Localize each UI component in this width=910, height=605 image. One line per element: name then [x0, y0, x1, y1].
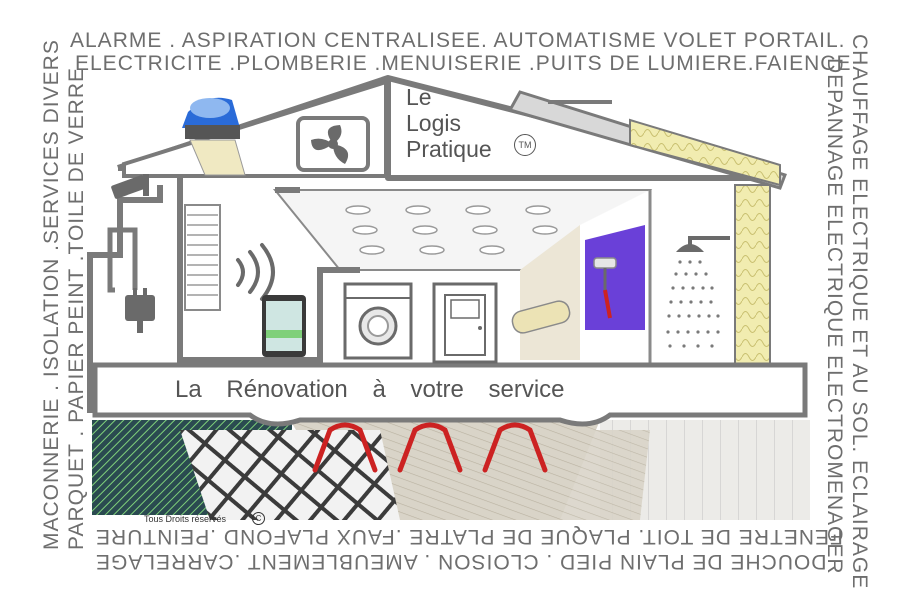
top-services-line-2: ELECTRICITE .PLOMBERIE .MENUISERIE .PUIT…	[75, 52, 852, 75]
trademark-symbol: TM	[514, 134, 536, 156]
brand-line-2: Logis	[406, 110, 461, 136]
shower-icon	[666, 236, 730, 348]
brand-logo: Le Logis Pratique	[406, 84, 492, 162]
wifi-icon	[236, 243, 275, 301]
brand-line-3: Pratique	[406, 136, 492, 162]
banner-band	[92, 362, 808, 427]
floor-section	[92, 420, 810, 520]
shutter-icon	[184, 204, 221, 311]
top-services-line-1: ALARME . ASPIRATION CENTRALISEE. AUTOMAT…	[70, 29, 846, 52]
washing-machine-icon	[343, 282, 413, 360]
paint-roller-icon	[511, 257, 617, 334]
skylight-icon	[182, 97, 246, 176]
door-icon	[432, 282, 498, 364]
left-wall	[87, 185, 360, 413]
phone-icon	[262, 295, 306, 357]
copyright-text: Tous Droits réservés	[144, 514, 227, 524]
paint-wall	[585, 225, 645, 330]
plug-icon	[107, 227, 155, 333]
camera-icon	[111, 174, 149, 199]
ceiling-light-icon	[345, 205, 558, 255]
fan-icon	[296, 116, 370, 172]
copyright-icon: C	[252, 512, 265, 525]
banner-text: La Rénovation à votre service	[175, 376, 565, 403]
brand-line-1: Le	[406, 84, 432, 110]
insulation-icon	[629, 118, 781, 187]
floor-heating-icon	[312, 422, 548, 473]
